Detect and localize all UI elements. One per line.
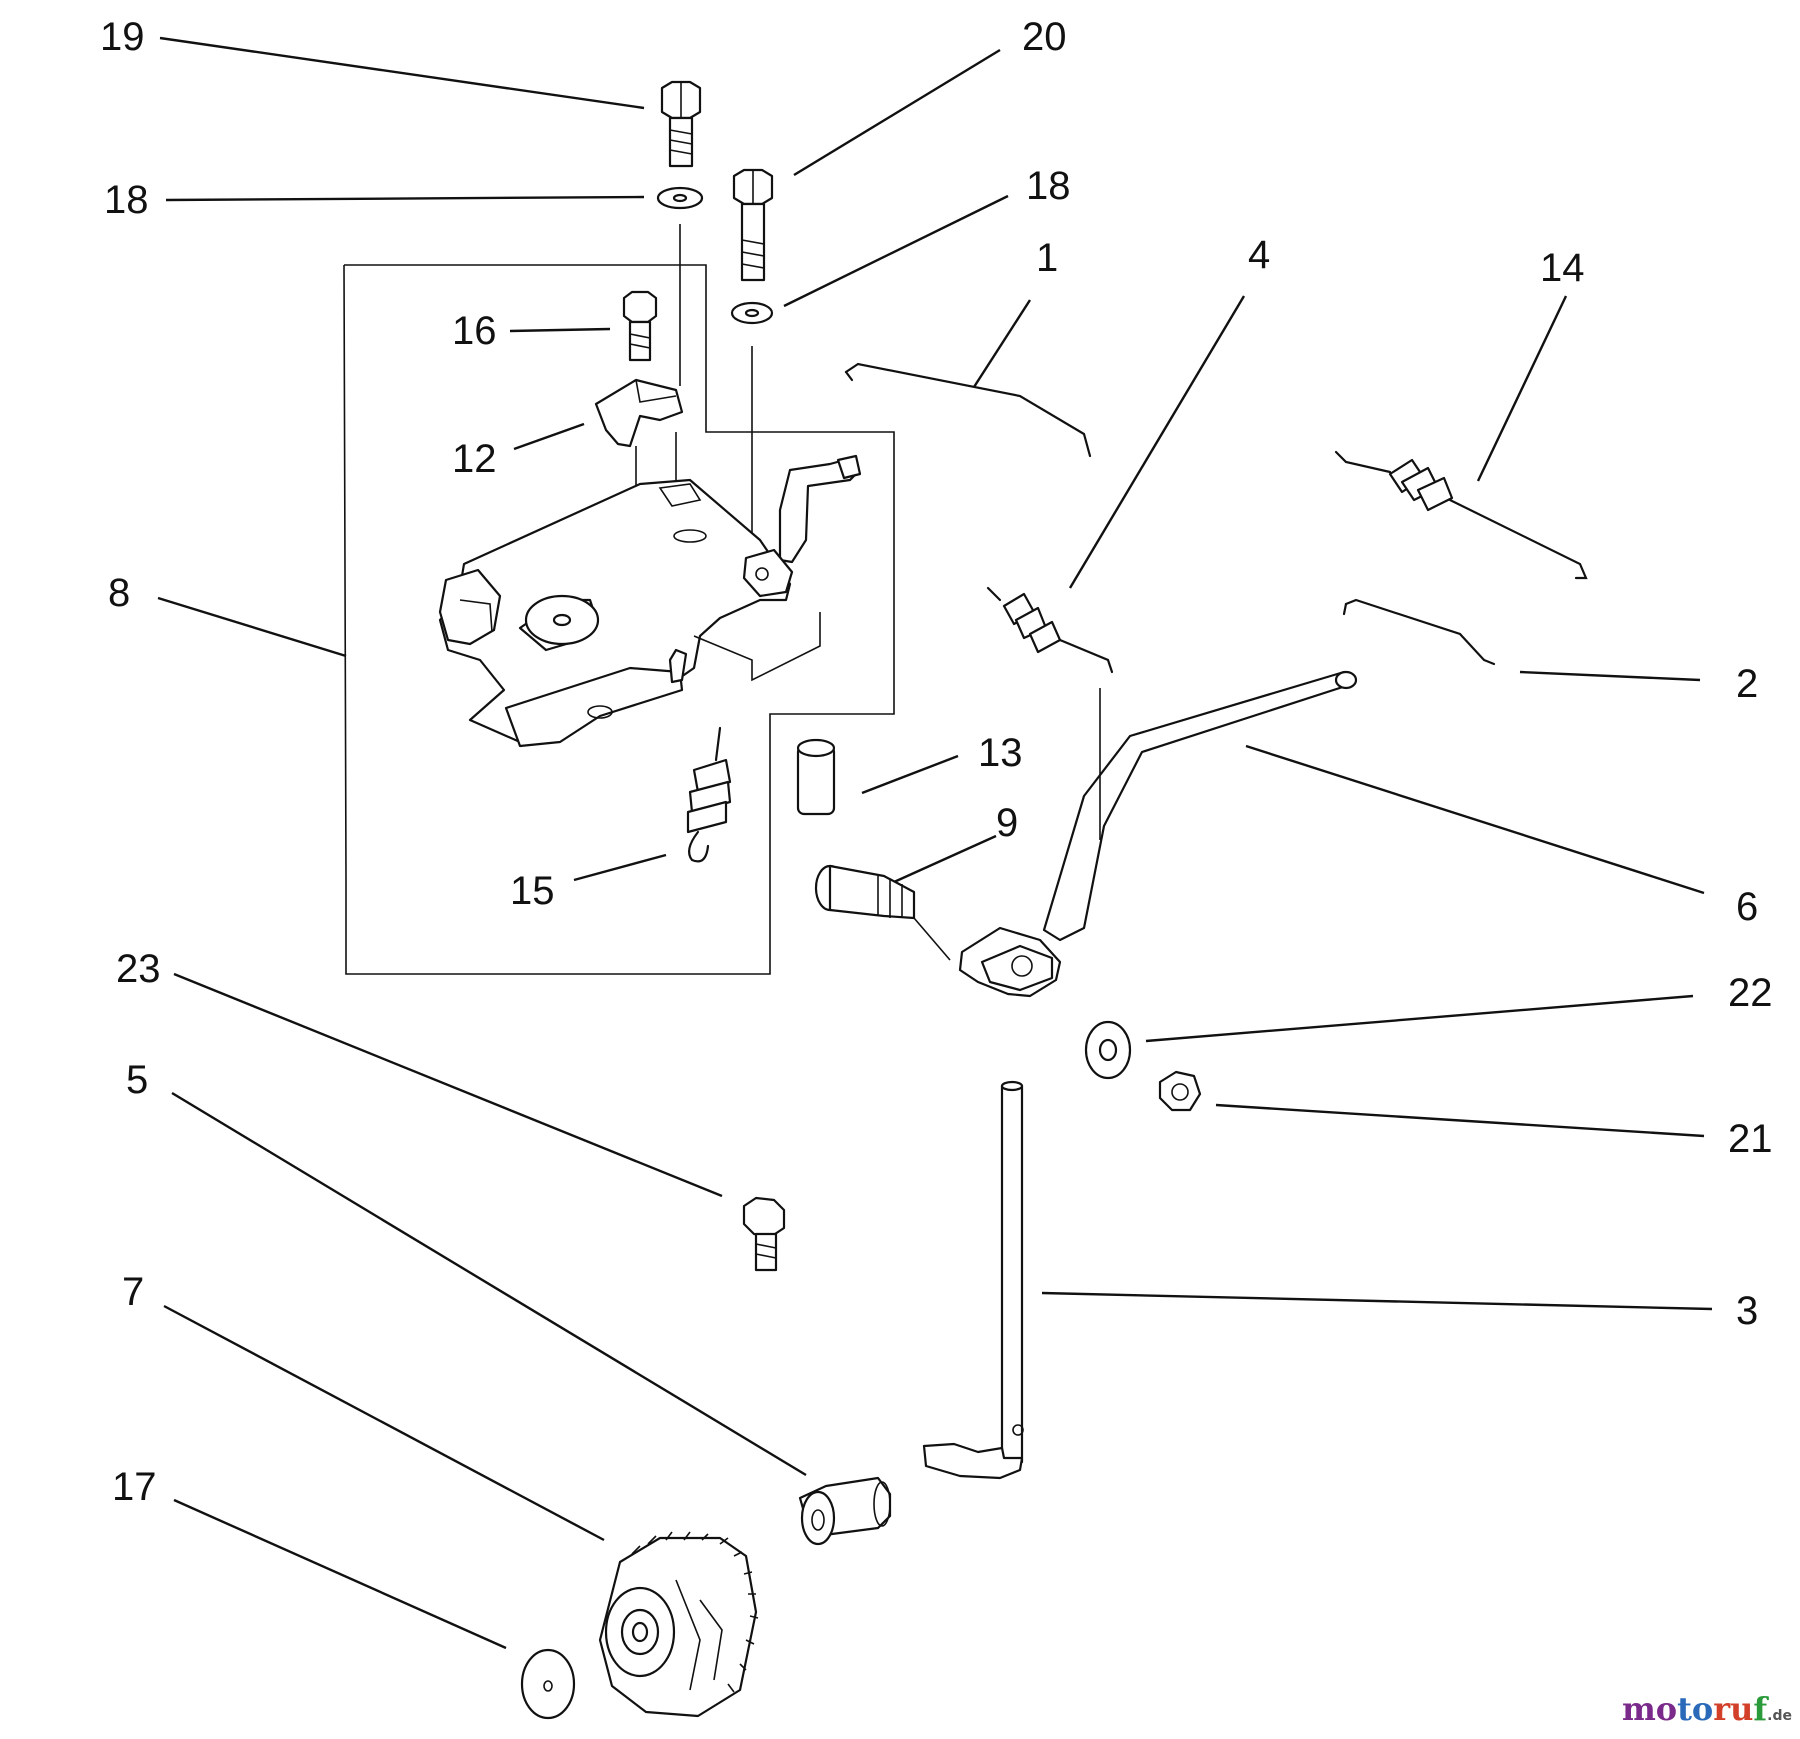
shaft-3 — [922, 1080, 1024, 1480]
washer-17 — [520, 1648, 576, 1720]
callout-6: 6 — [1736, 885, 1758, 929]
callout-21: 21 — [1728, 1117, 1773, 1161]
pivot-bolt-9 — [814, 864, 951, 961]
spring-4 — [986, 586, 1114, 674]
callout-12: 12 — [452, 437, 497, 481]
bolt-23 — [742, 1196, 786, 1272]
watermark-part-4: f — [1753, 1690, 1768, 1728]
callout-23: 23 — [116, 947, 161, 991]
callout-20: 20 — [1022, 15, 1067, 59]
lever-6 — [958, 670, 1358, 998]
callout-17: 17 — [112, 1465, 157, 1509]
watermark-tld: .de — [1767, 1708, 1792, 1724]
washer-22 — [1084, 1020, 1132, 1080]
washer-18-top — [656, 186, 704, 386]
callout-18-right: 18 — [1026, 164, 1071, 208]
leader-lines — [157, 36, 1713, 1650]
control-bracket-8 — [438, 454, 862, 748]
nut-21 — [1158, 1070, 1202, 1112]
callout-18-left: 18 — [104, 178, 149, 222]
assembly-frame-outline — [343, 264, 895, 975]
watermark-part-3: ru — [1713, 1690, 1754, 1728]
callout-labels: 19 20 18 18 16 1 4 14 12 8 2 13 9 15 6 2… — [100, 15, 1773, 1509]
callout-4: 4 — [1248, 233, 1270, 277]
callout-2: 2 — [1736, 662, 1758, 706]
sleeve-13 — [796, 738, 836, 816]
spring-14 — [1334, 450, 1588, 580]
link-rod-1 — [844, 362, 1092, 458]
governor-gear-7 — [598, 1531, 759, 1718]
watermark-part-2: to — [1677, 1690, 1714, 1728]
link-rod-2 — [1342, 598, 1496, 666]
callout-19: 19 — [100, 15, 145, 59]
callout-1: 1 — [1036, 236, 1058, 280]
callout-16: 16 — [452, 309, 497, 353]
bolt-19 — [660, 80, 702, 168]
bushing-5 — [798, 1476, 892, 1546]
callout-8: 8 — [108, 571, 130, 615]
callout-5: 5 — [126, 1058, 148, 1102]
callout-9: 9 — [996, 801, 1018, 845]
callout-14: 14 — [1540, 246, 1585, 290]
callout-7: 7 — [122, 1270, 144, 1314]
callout-13: 13 — [978, 731, 1023, 775]
callout-22: 22 — [1728, 971, 1773, 1015]
washer-18-right — [730, 301, 774, 572]
watermark-part-1: mo — [1621, 1690, 1678, 1728]
callout-3: 3 — [1736, 1289, 1758, 1333]
spring-15 — [686, 726, 732, 863]
bolt-16 — [622, 290, 658, 362]
brand-watermark: motoruf.de — [1622, 1690, 1792, 1728]
callout-15: 15 — [510, 869, 555, 913]
bolt-20 — [732, 168, 774, 282]
